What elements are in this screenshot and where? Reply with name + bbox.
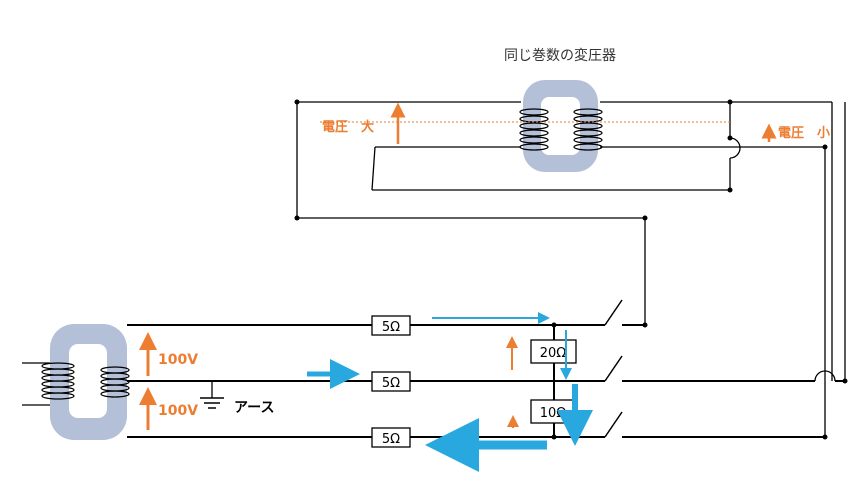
upper-junction-dots — [294, 99, 828, 328]
resistor-top-label: 5Ω — [382, 320, 400, 335]
resistor-mid: 5Ω — [371, 371, 411, 392]
resistor-load-20-label: 20Ω — [540, 346, 567, 361]
resistor-load-20: 20Ω — [530, 339, 577, 364]
voltage-label-1: 100V — [158, 352, 198, 368]
resistor-load-10-label: 10Ω — [540, 406, 567, 421]
resistor-load-10: 10Ω — [530, 399, 577, 424]
lower-transformer — [22, 324, 130, 440]
earth-label: アース — [234, 400, 274, 416]
resistor-bottom: 5Ω — [371, 427, 411, 448]
voltage-low-label: 電圧 小 — [778, 126, 830, 141]
upper-transformer — [519, 80, 603, 172]
lower-secondary-coil — [100, 366, 130, 398]
transformer-title: 同じ巻数の変圧器 — [504, 47, 616, 64]
voltage-label-2: 100V — [158, 403, 198, 419]
resistor-mid-label: 5Ω — [382, 376, 400, 391]
lower-junction-dots — [551, 322, 848, 440]
lower-primary-coil — [22, 362, 75, 406]
distribution-lines — [127, 102, 846, 438]
resistor-top: 5Ω — [371, 315, 411, 336]
resistor-bottom-label: 5Ω — [382, 432, 400, 447]
upper-wiring — [296, 101, 833, 437]
voltage-high-label: 電圧 大 — [322, 119, 374, 135]
